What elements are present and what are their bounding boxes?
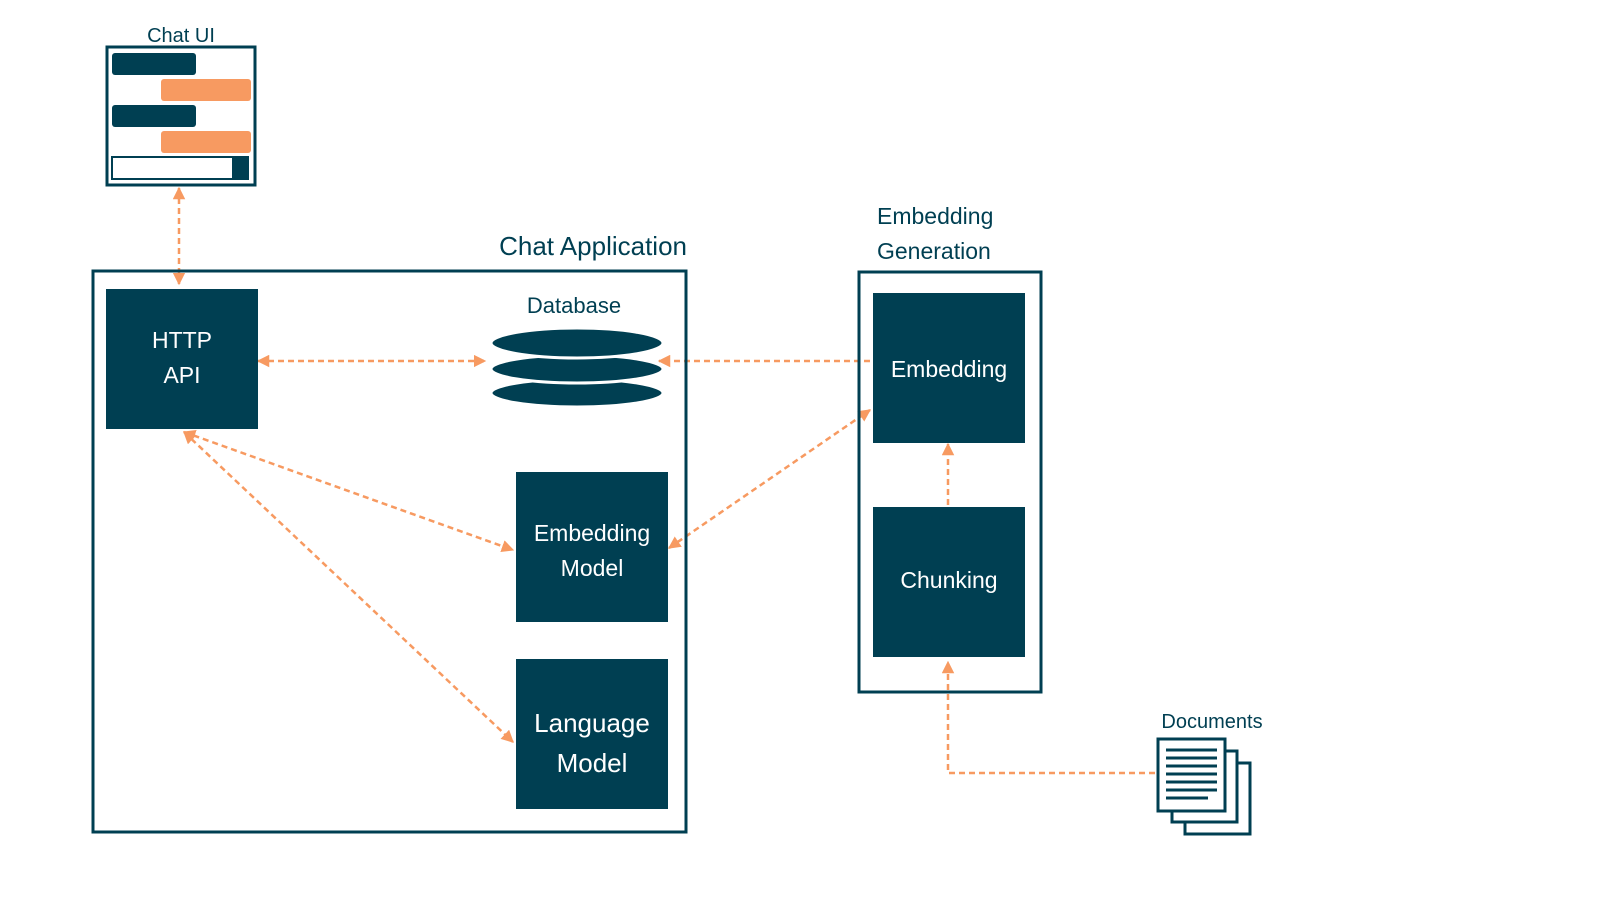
chat-bubble-outgoing [161,79,251,101]
language-model-node: Language Model [516,659,668,809]
embedding-generation-frame [857,270,1043,694]
chat-send-button [232,157,249,179]
language-model-label-line1: Language [534,708,650,738]
documents: Documents [1156,711,1263,836]
chat-application: Chat Application HTTP API Database Embed… [91,231,688,834]
http-api-label-line2: API [163,362,200,388]
database-node: Database [489,293,665,409]
connector-http-api-language-model [183,431,514,743]
connector-embedding-model-embedding [667,408,872,550]
chat-input-field [111,156,249,180]
documents-label: Documents [1161,711,1262,733]
language-model-label-line2: Model [557,748,628,778]
documents-stack-icon [1156,737,1252,836]
embedding-generation-label-line2: Generation [877,238,991,264]
embedding-generation: Embedding Generation Embedding Chunking [857,203,1043,694]
database-label: Database [527,293,621,318]
embedding-model-label-line2: Model [561,555,624,581]
embedding-model-node: Embedding Model [516,472,668,622]
chat-bubble-incoming [112,105,196,127]
chat-application-frame [91,269,688,834]
embedding-node: Embedding [873,293,1025,443]
chunking-label: Chunking [900,567,997,593]
chat-application-label: Chat Application [499,231,687,261]
chat-ui-label: Chat UI [147,25,215,47]
chat-bubble-outgoing [161,131,251,153]
http-api-node: HTTP API [106,289,258,429]
http-api-label-line1: HTTP [152,327,212,353]
embedding-model-label-line1: Embedding [534,520,650,546]
connector-documents-chunking [941,660,1155,775]
chat-window-icon [105,45,257,187]
chunking-node: Chunking [873,507,1025,657]
embedding-label: Embedding [891,356,1007,382]
chat-bubble-incoming [112,53,196,75]
connectors [172,186,1155,775]
connector-http-api-embedding-model [182,429,515,553]
chat-ui: Chat UI [105,25,257,187]
embedding-generation-label-line1: Embedding [877,203,993,229]
database-stack-icon [489,326,665,409]
